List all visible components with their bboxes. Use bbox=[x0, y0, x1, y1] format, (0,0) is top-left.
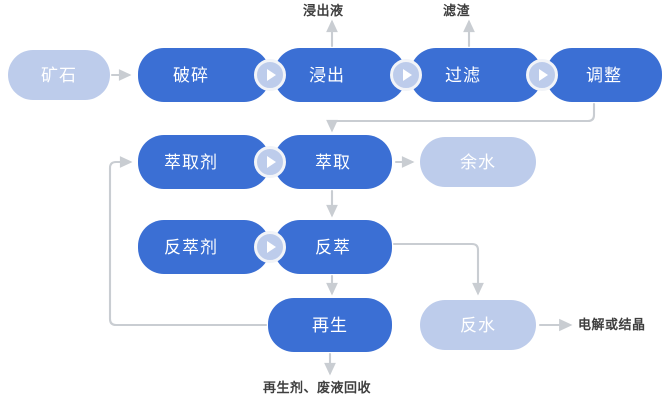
node-filter[interactable]: 过滤 bbox=[410, 48, 542, 102]
node-ore-label: 矿石 bbox=[41, 65, 77, 85]
node-ore[interactable]: 矿石 bbox=[8, 50, 110, 100]
node-strip-label: 反萃 bbox=[315, 237, 351, 257]
node-strip-agent-label: 反萃剂 bbox=[164, 237, 218, 257]
label-leachate: 浸出液 bbox=[303, 3, 344, 18]
node-extractant-label: 萃取剂 bbox=[164, 152, 218, 172]
node-strip-agent[interactable]: 反萃剂 bbox=[138, 220, 270, 274]
node-leach-label: 浸出 bbox=[309, 65, 345, 85]
node-leach[interactable]: 浸出 bbox=[274, 48, 406, 102]
label-regenerant-waste-recovery: 再生剂、废液回收 bbox=[263, 380, 372, 395]
node-residual-water[interactable]: 余水 bbox=[420, 137, 536, 187]
node-regeneration[interactable]: 再生 bbox=[268, 298, 392, 352]
node-extract[interactable]: 萃取 bbox=[274, 135, 392, 189]
node-strip[interactable]: 反萃 bbox=[274, 220, 392, 274]
node-adjust[interactable]: 调整 bbox=[546, 48, 662, 102]
node-extract-label: 萃取 bbox=[315, 152, 351, 172]
play-icon bbox=[539, 69, 548, 81]
node-crush-label: 破碎 bbox=[173, 65, 209, 85]
play-icon bbox=[267, 69, 276, 81]
play-connector-leach-filter[interactable] bbox=[390, 59, 422, 91]
node-residual-water-label: 余水 bbox=[460, 152, 496, 172]
play-icon bbox=[267, 156, 276, 168]
play-connector-filter-adjust[interactable] bbox=[526, 59, 558, 91]
play-icon bbox=[403, 69, 412, 81]
node-backwater[interactable]: 反水 bbox=[420, 300, 536, 350]
wire-adjust-to-extract bbox=[326, 102, 596, 133]
node-filter-label: 过滤 bbox=[445, 65, 481, 85]
node-adjust-label: 调整 bbox=[586, 65, 622, 85]
node-extractant[interactable]: 萃取剂 bbox=[138, 135, 270, 189]
play-connector-extractant-extract[interactable] bbox=[254, 146, 286, 178]
play-icon bbox=[267, 241, 276, 253]
label-slag: 滤渣 bbox=[443, 3, 471, 18]
node-crush[interactable]: 破碎 bbox=[138, 48, 270, 102]
wire-strip-to-backwater bbox=[392, 242, 484, 296]
label-electrolysis-or-crystallization: 电解或结晶 bbox=[578, 317, 646, 332]
node-regeneration-label: 再生 bbox=[312, 315, 348, 335]
play-connector-crush-leach[interactable] bbox=[254, 59, 286, 91]
node-backwater-label: 反水 bbox=[460, 315, 496, 335]
play-connector-stripagent-strip[interactable] bbox=[254, 231, 286, 263]
